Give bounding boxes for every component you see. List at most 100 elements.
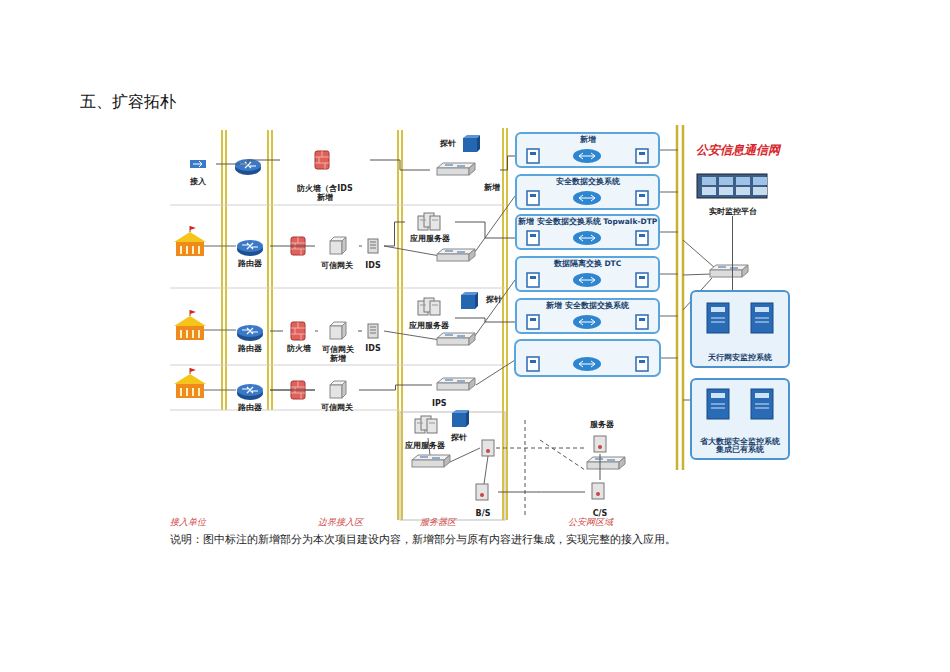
- wire: [384, 246, 440, 256]
- dev-icon: [636, 273, 648, 287]
- building-part: [190, 226, 191, 232]
- bigsrv-icon: [707, 303, 729, 333]
- node-label: C/S: [593, 509, 608, 518]
- switch-icon: [437, 249, 475, 261]
- dia-icon: [573, 315, 601, 329]
- monitor-part: [736, 177, 750, 185]
- dia-part: [579, 277, 595, 283]
- bus-line: [271, 130, 273, 410]
- title-block: 五、扩容拓朴: [80, 92, 176, 113]
- dev-part: [527, 315, 539, 329]
- switch-part: [595, 459, 615, 460]
- monitor-part: [702, 187, 716, 195]
- dev-part: [636, 149, 648, 163]
- dev-part: [530, 234, 536, 237]
- gateway-icon: [330, 381, 346, 398]
- server-part: [417, 423, 435, 424]
- dev-icon: [527, 315, 539, 329]
- probe-part: [477, 135, 480, 152]
- server-icon: [415, 416, 437, 433]
- network-device: 防火墙（含IDS新增: [280, 150, 370, 202]
- bigsrv-part: [755, 307, 769, 312]
- device-label: 探针: [482, 294, 506, 306]
- firewall-part: [291, 381, 305, 399]
- switch-part: [412, 460, 444, 467]
- pc-part: [476, 484, 488, 500]
- firewall-part: [315, 151, 329, 169]
- wire: [200, 246, 236, 247]
- dia-icon: [573, 149, 601, 163]
- network-device: 探针: [444, 410, 474, 442]
- node-label: 天行网安监控系统: [708, 354, 772, 363]
- bus-line: [225, 130, 227, 410]
- switch-part: [710, 270, 742, 277]
- connector: [270, 246, 315, 247]
- switch-part: [445, 165, 465, 166]
- server-part: [420, 220, 438, 221]
- connector: [455, 318, 515, 322]
- arrowIn-icon: [190, 160, 206, 168]
- switch-part: [412, 455, 450, 460]
- dev-icon: [636, 191, 648, 205]
- dashed-link: [525, 420, 526, 515]
- dev-part: [527, 191, 539, 205]
- gateway-part: [330, 385, 342, 398]
- dev-icon: [636, 149, 648, 163]
- connector: [600, 454, 601, 480]
- building-part: [176, 326, 204, 340]
- node-label: 应用服务器: [405, 441, 445, 450]
- network-device: 应用服务器: [403, 298, 455, 330]
- dev-part: [530, 276, 536, 279]
- gateway-part: [342, 237, 346, 254]
- bigsrv-part: [707, 303, 729, 333]
- wire: [660, 232, 678, 233]
- probe-part: [452, 410, 469, 413]
- bus-line: [397, 130, 399, 520]
- node-label: 应用服务器: [410, 234, 450, 243]
- dia-part: [579, 235, 595, 241]
- switch-part: [718, 267, 738, 268]
- node-label: 安全数据交换系统 Topwalk-DTP: [537, 218, 658, 227]
- bigsrv-icon: [751, 389, 773, 419]
- connector: [500, 156, 515, 170]
- wire: [660, 274, 678, 275]
- switch-part: [445, 251, 465, 252]
- building-part: [174, 232, 206, 242]
- ids-icon: [368, 239, 378, 253]
- monitor-part: [719, 177, 733, 185]
- arrowIn-part: [190, 160, 206, 168]
- ids-part: [368, 239, 378, 253]
- network-device: 实时监控平台: [695, 172, 770, 216]
- bigsrv-part: [755, 393, 769, 398]
- node-label: 新增: [580, 136, 596, 145]
- switch-icon: [710, 265, 748, 277]
- node-label: 路由器: [238, 344, 262, 353]
- router-icon: [237, 240, 263, 256]
- building-part: [190, 310, 191, 316]
- switch-part: [469, 249, 475, 261]
- firewall-icon: [291, 322, 305, 340]
- server-part: [420, 305, 438, 306]
- exchange-system-box: 新增安全数据交换系统: [515, 298, 660, 334]
- bus-line: [401, 130, 403, 520]
- dev-part: [639, 194, 645, 197]
- node-label: 防火墙（含IDS: [297, 184, 352, 193]
- bus-line: [221, 130, 223, 410]
- probe-part: [466, 410, 469, 427]
- connector: [359, 246, 362, 247]
- building-part: [176, 384, 204, 398]
- dev-part: [527, 273, 539, 287]
- dia-part: [579, 319, 595, 325]
- dashed-links: [496, 420, 585, 515]
- exchange-system-box: 新增安全数据交换系统 Topwalk-DTP: [515, 214, 660, 250]
- bigsrv-part: [711, 404, 725, 408]
- node-label: 新增: [484, 183, 500, 192]
- bus-line: [267, 130, 269, 410]
- dev-part: [636, 191, 648, 205]
- server-zone-frame: [400, 412, 505, 520]
- dia-part: [573, 273, 601, 287]
- wire: [683, 400, 690, 401]
- connector: [384, 222, 405, 246]
- dev-icon: [636, 315, 648, 329]
- probe-icon: [461, 292, 478, 309]
